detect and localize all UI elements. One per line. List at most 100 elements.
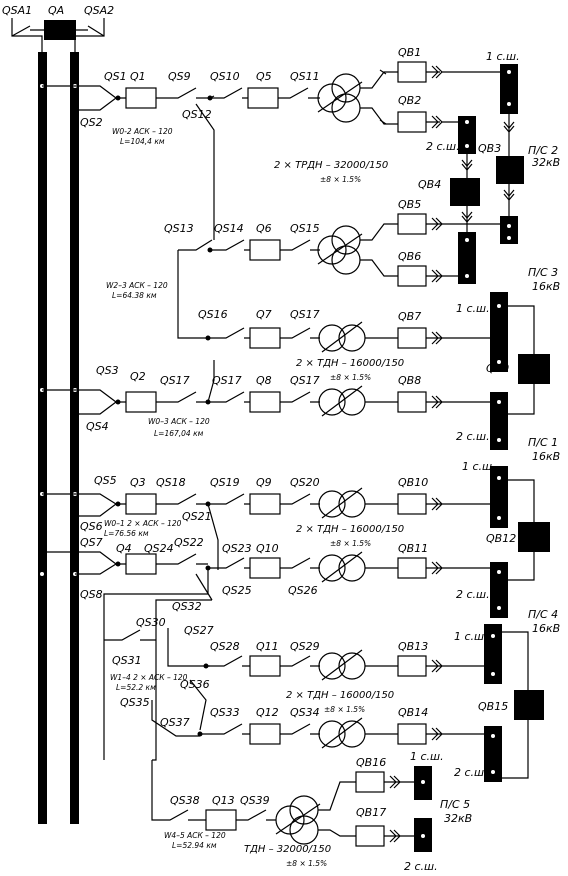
label-ps1-kv: 16кВ	[532, 450, 560, 463]
branch-w4-5	[151, 760, 432, 852]
label-qsa1: QSA1	[2, 4, 32, 17]
label-qb17: QB17	[356, 806, 386, 819]
label-qs18: QS18	[156, 476, 186, 489]
label-qb7: QB7	[398, 310, 421, 323]
breaker-q3	[125, 493, 157, 515]
label-qs14: QS14	[214, 222, 244, 235]
label-qs29: QS29	[290, 640, 320, 653]
branch-q4	[42, 551, 490, 760]
ps2-bus-3	[500, 216, 518, 244]
label-line-w1-4-len: L=52.2 км	[116, 683, 156, 692]
breaker-q12	[249, 723, 281, 745]
branch-w2-3	[177, 239, 320, 339]
label-qs17-b: QS17	[160, 374, 190, 387]
label-qb8: QB8	[398, 374, 421, 387]
label-ps5-kv: 32кВ	[444, 812, 472, 825]
label-ps3-kv: 16кВ	[532, 280, 560, 293]
label-line-w0-2-len: L=104,4 км	[120, 137, 165, 146]
label-qs37: QS37	[160, 716, 190, 729]
label-bus1-ps4: 1 с.ш.	[454, 630, 488, 643]
ps3-bus-2	[490, 392, 508, 450]
breaker-qb16	[355, 771, 385, 793]
breaker-q5	[247, 87, 279, 109]
label-transformer-4-tap: ±8 × 1.5%	[324, 705, 365, 714]
label-q5: Q5	[256, 70, 272, 83]
substation-ps4	[484, 624, 544, 782]
label-q6: Q6	[256, 222, 272, 235]
label-q8: Q8	[256, 374, 272, 387]
label-ps1: П/С 1	[528, 436, 558, 449]
label-transformer-5-tap: ±8 × 1.5%	[286, 859, 327, 868]
label-q12: Q12	[256, 706, 279, 719]
label-qs8: QS8	[80, 588, 103, 601]
label-bus1-ps1: 1 с.ш.	[462, 460, 496, 473]
label-qs27: QS27	[184, 624, 214, 637]
label-qa: QA	[48, 4, 64, 17]
transformer-t1	[317, 69, 398, 125]
breaker-q1	[125, 87, 157, 109]
label-qb6: QB6	[398, 250, 421, 263]
label-line-w0-3-len: L=167,04 км	[154, 429, 204, 438]
label-q4: Q4	[116, 542, 132, 555]
breaker-q6	[249, 239, 281, 261]
label-q2: Q2	[130, 370, 146, 383]
breaker-qb8	[397, 391, 427, 413]
label-qs10: QS10	[210, 70, 240, 83]
breaker-qb17	[355, 825, 385, 847]
label-qb3: QB3	[478, 142, 501, 155]
breaker-q11	[249, 655, 281, 677]
label-qs16: QS16	[198, 308, 228, 321]
label-q9: Q9	[256, 476, 272, 489]
label-q10: Q10	[256, 542, 279, 555]
label-transformer-4: 2 × ТДН – 16000/150	[286, 690, 394, 701]
label-qs12: QS12	[182, 108, 212, 121]
label-ps4-kv: 16кВ	[532, 622, 560, 635]
ps2-bus-1	[500, 64, 518, 114]
label-qs1: QS1	[104, 70, 127, 83]
breaker-qb1	[397, 61, 427, 83]
label-ps4: П/С 4	[528, 608, 558, 621]
breaker-q8	[249, 391, 281, 413]
label-ps5: П/С 5	[440, 798, 470, 811]
label-ps3: П/С 3	[528, 266, 558, 279]
label-q1: Q1	[130, 70, 146, 83]
label-qs6: QS6	[80, 520, 103, 533]
label-q11: Q11	[256, 640, 279, 653]
label-transformer-2: 2 × ТДН – 16000/150	[296, 358, 404, 369]
ps1-bus-1	[490, 466, 508, 528]
transformer-t2	[317, 223, 398, 277]
label-line-w1-4: W1–4 2 × АСК – 120	[110, 673, 188, 682]
breaker-qb9	[518, 354, 550, 384]
breaker-q2	[125, 391, 157, 413]
label-q7: Q7	[256, 308, 272, 321]
breaker-qb4	[450, 178, 480, 206]
label-qs22: QS22	[174, 536, 204, 549]
source-bus-1	[38, 52, 47, 824]
branch-w0-3	[42, 360, 490, 417]
label-qs2: QS2	[80, 116, 103, 129]
label-qb11: QB11	[398, 542, 428, 555]
branch-w0-2	[42, 85, 320, 240]
breaker-qb10	[397, 493, 427, 515]
label-qs25: QS25	[222, 584, 252, 597]
breaker-q9	[249, 493, 281, 515]
breaker-qb6	[397, 265, 427, 287]
label-qs23: QS23	[222, 542, 252, 555]
label-qb12: QB12	[486, 532, 516, 545]
label-transformer-1: 2 × ТРДН – 32000/150	[274, 160, 388, 171]
label-qs28: QS28	[210, 640, 240, 653]
label-qb4: QB4	[418, 178, 441, 191]
label-bus1-ps5: 1 с.ш.	[410, 750, 444, 763]
substation-ps1	[490, 466, 550, 618]
label-line-w2-3-len: L=64.38 км	[112, 291, 157, 300]
label-transformer-1-tap: ±8 × 1.5%	[320, 175, 361, 184]
label-qs20: QS20	[290, 476, 320, 489]
label-line-w4-5: W4–5 АСК – 120	[164, 831, 226, 840]
label-transformer-3: 2 × ТДН – 16000/150	[296, 524, 404, 535]
labels: QSA1 QA QSA2 QS1 Q1 QS2 QS9 QS10 Q5 QS11…	[2, 4, 560, 873]
label-qb5: QB5	[398, 198, 421, 211]
label-qsa2: QSA2	[84, 4, 114, 17]
label-qs7: QS7	[80, 536, 103, 549]
